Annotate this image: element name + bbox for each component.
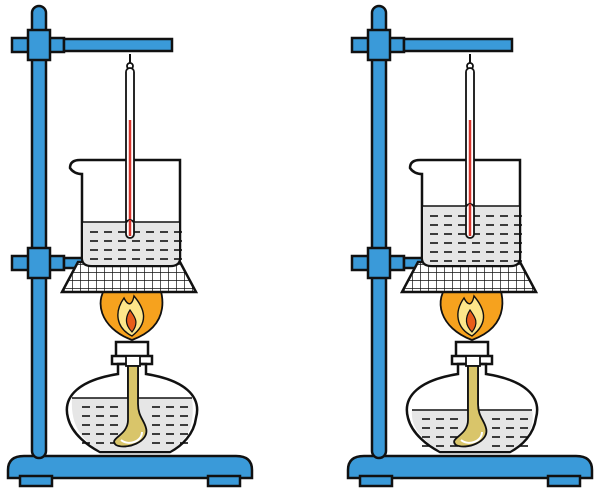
burner-wick xyxy=(113,365,148,448)
wick-highlight xyxy=(120,431,143,444)
burner-wick xyxy=(453,365,488,448)
setup-left xyxy=(71,219,193,451)
wick-highlight xyxy=(460,431,483,444)
liquid-layer xyxy=(71,203,533,451)
setup-right xyxy=(411,203,533,451)
